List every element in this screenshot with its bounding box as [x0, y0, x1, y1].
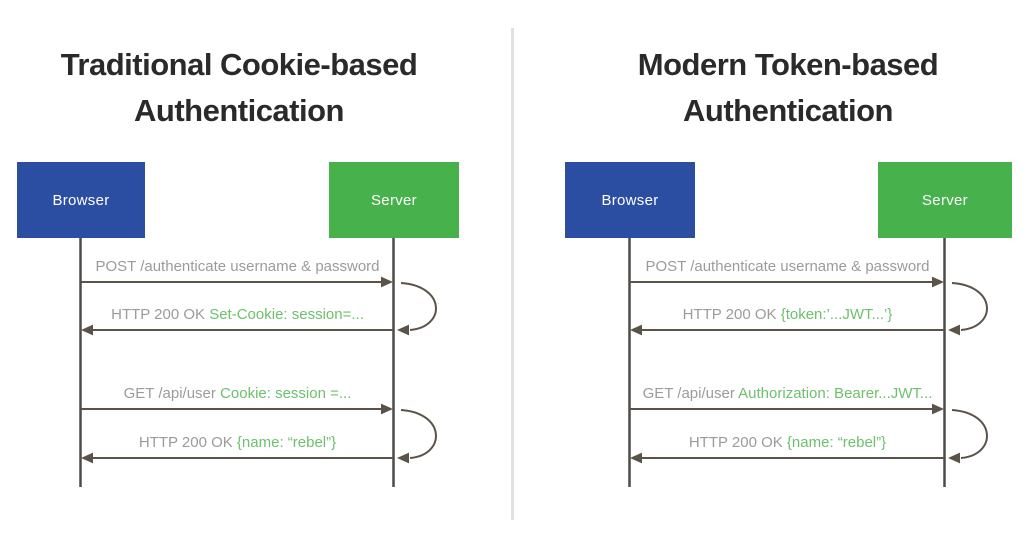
server-actor-label: Server — [922, 191, 968, 209]
cookie-auth-panel: Traditional Cookie-based Authentication … — [2, 42, 476, 487]
message-post-authenticate: POST /authenticate username & password — [81, 258, 394, 278]
message-http200-token-jwt: HTTP 200 OK {token:’...JWT...’} — [630, 306, 945, 326]
message-get-apiuser-bearer: GET /api/user Authorization: Bearer...JW… — [630, 385, 945, 405]
loop-arrowhead-2 — [397, 452, 409, 464]
title-line-1: Traditional Cookie-based — [60, 47, 418, 82]
cookie-sequence-lines — [79, 238, 437, 487]
arrowhead-left-1 — [81, 324, 93, 336]
arrowhead-left-2 — [81, 452, 93, 464]
arrowhead-left-2 — [630, 452, 642, 464]
message-highlight-text: {token:’...JWT...’} — [780, 306, 893, 323]
server-actor-label: Server — [371, 191, 417, 209]
message-plain-text: POST /authenticate username & password — [95, 258, 380, 275]
token-sequence-lines — [628, 238, 988, 487]
loop-arrowhead-1 — [397, 324, 409, 336]
title-line-1: Modern Token-based — [637, 47, 939, 82]
message-http200-name-rebel: HTTP 200 OK {name: “rebel”} — [630, 434, 945, 454]
server-actor-box: Server — [878, 162, 1012, 238]
cookie-auth-title: Traditional Cookie-based Authentication — [2, 42, 476, 134]
loop-arrowhead-2 — [948, 452, 960, 464]
message-highlight-text: Cookie: session =... — [220, 385, 352, 402]
arrowhead-right-1 — [932, 276, 944, 288]
server-processing-loop-2 — [951, 409, 988, 459]
arrowhead-right-2 — [381, 403, 393, 415]
message-highlight-text: Authorization: Bearer...JWT... — [738, 385, 933, 402]
server-processing-loop-1 — [951, 282, 988, 331]
message-highlight-text: Set-Cookie: session=... — [209, 306, 364, 323]
browser-actor-box: Browser — [17, 162, 145, 238]
vertical-divider — [511, 28, 514, 520]
message-get-apiuser-cookie: GET /api/user Cookie: session =... — [81, 385, 394, 405]
title-line-2: Authentication — [683, 93, 894, 128]
message-plain-text: HTTP 200 OK — [111, 306, 210, 323]
message-highlight-text: {name: “rebel”} — [786, 434, 887, 451]
token-auth-title: Modern Token-based Authentication — [552, 42, 1024, 134]
message-plain-text: HTTP 200 OK — [138, 434, 237, 451]
browser-actor-label: Browser — [52, 191, 110, 209]
message-post-authenticate: POST /authenticate username & password — [630, 258, 945, 278]
title-line-2: Authentication — [134, 93, 345, 128]
message-plain-text: GET /api/user — [123, 385, 221, 402]
arrowhead-right-1 — [381, 276, 393, 288]
server-processing-loop-1 — [400, 282, 437, 331]
message-plain-text: HTTP 200 OK — [682, 306, 781, 323]
browser-actor-box: Browser — [565, 162, 695, 238]
message-http200-setcookie: HTTP 200 OK Set-Cookie: session=... — [81, 306, 394, 326]
arrowhead-left-1 — [630, 324, 642, 336]
token-auth-panel: Modern Token-based Authentication Browse… — [512, 0, 1024, 536]
message-plain-text: POST /authenticate username & password — [645, 258, 930, 275]
message-highlight-text: {name: “rebel”} — [236, 434, 337, 451]
browser-actor-label: Browser — [601, 191, 659, 209]
message-plain-text: HTTP 200 OK — [688, 434, 787, 451]
loop-arrowhead-1 — [948, 324, 960, 336]
server-actor-box: Server — [329, 162, 459, 238]
message-http200-name-rebel: HTTP 200 OK {name: “rebel”} — [81, 434, 394, 454]
message-plain-text: GET /api/user — [642, 385, 739, 402]
server-processing-loop-2 — [400, 409, 437, 459]
arrowhead-right-2 — [932, 403, 944, 415]
